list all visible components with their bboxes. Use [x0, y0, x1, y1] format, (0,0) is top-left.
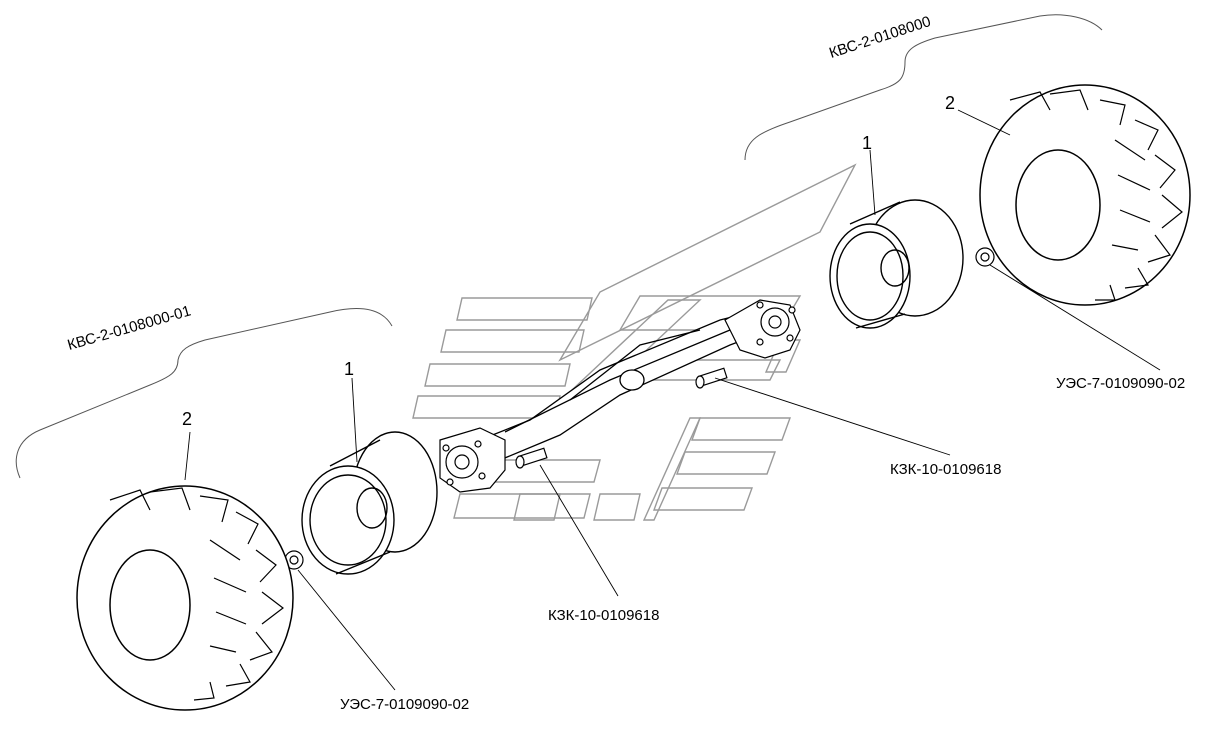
tire-right	[979, 84, 1191, 306]
assembly-brace-left	[15, 308, 393, 479]
bolt-label-right: КЗК-10-0109618	[890, 461, 1002, 478]
rim-right	[829, 199, 964, 329]
assembly-brace-right	[744, 14, 1103, 161]
bolt-right	[695, 367, 728, 389]
bolt-label-left: КЗК-10-0109618	[548, 607, 660, 624]
position-number-rim-right: 1	[862, 133, 873, 153]
nut-label-left: УЭС-7-0109090-02	[340, 696, 470, 713]
nut-label-right: УЭС-7-0109090-02	[1056, 375, 1186, 392]
leader-lines	[184, 109, 1161, 691]
nut-right	[975, 247, 995, 267]
tire-left	[76, 485, 294, 711]
bolt-left	[515, 447, 548, 469]
position-number-tire-left: 2	[182, 409, 193, 429]
hub-right	[724, 299, 801, 359]
rim-left	[301, 431, 438, 575]
axle-beam	[478, 309, 771, 461]
position-number-rim-left: 1	[344, 359, 355, 379]
hub-left	[439, 427, 506, 493]
position-number-tire-right: 2	[945, 93, 956, 113]
